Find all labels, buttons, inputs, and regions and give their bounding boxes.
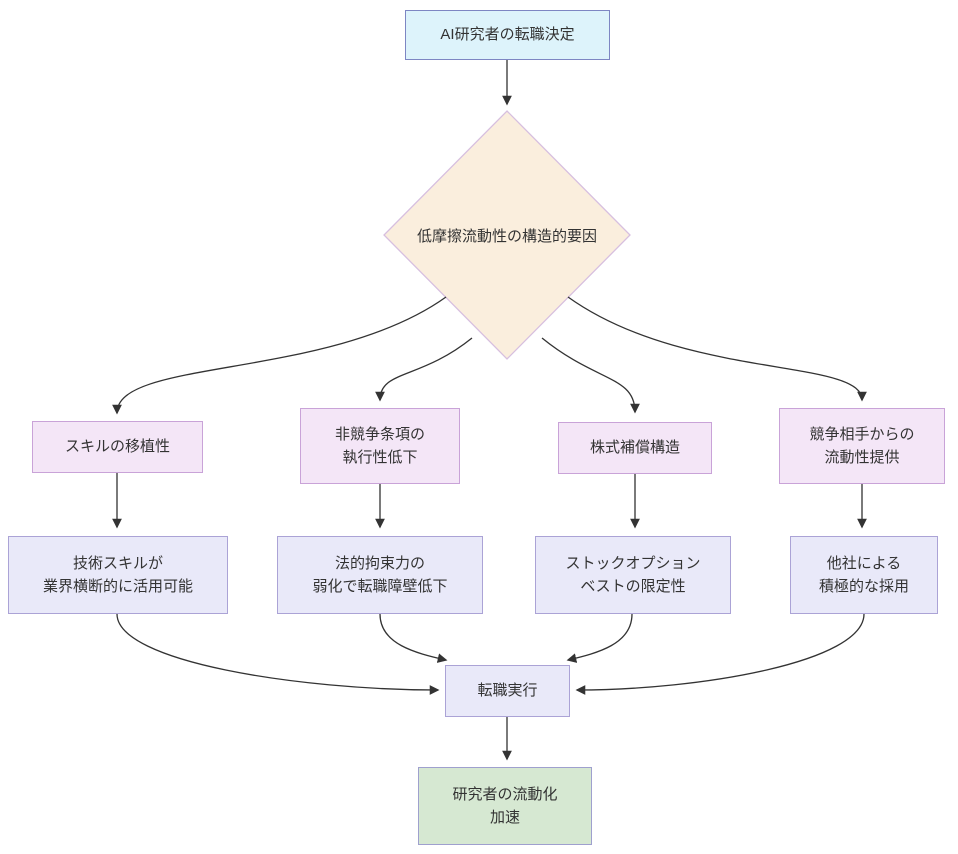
edge-decision-factor3 — [541, 337, 640, 414]
edge-decision-factor1 — [112, 296, 447, 415]
node-factor-equity-comp: 株式補償構造 — [558, 422, 712, 474]
edge-decision-factor2 — [375, 337, 473, 402]
node-detail-weak-legal-binding: 法的拘束力の 弱化で転職障壁低下 — [277, 536, 483, 614]
node-detail-active-recruiting: 他社による 積極的な採用 — [790, 536, 938, 614]
node-end-researcher-mobility: 研究者の流動化 加速 — [418, 767, 592, 845]
edge-detail1-action — [116, 613, 440, 695]
node-detail-stock-option-vesting: ストックオプション ベストの限定性 — [535, 536, 731, 614]
edge-decision-factor4 — [567, 296, 867, 402]
node-factor-competitor-liquidity: 競争相手からの 流動性提供 — [779, 408, 945, 484]
node-factor-skill-portability: スキルの移植性 — [32, 421, 203, 473]
edge-detail4-action — [575, 613, 865, 695]
edge-detail3-action — [566, 613, 633, 663]
node-action-job-change: 転職実行 — [445, 665, 570, 717]
node-decision-label: 低摩擦流動性の構造的要因 — [416, 227, 597, 245]
node-start: AI研究者の転職決定 — [405, 10, 610, 60]
node-detail-cross-industry-skills: 技術スキルが 業界横断的に活用可能 — [8, 536, 228, 614]
edge-detail2-action — [379, 613, 448, 663]
node-factor-noncompete: 非競争条項の 執行性低下 — [300, 408, 460, 484]
